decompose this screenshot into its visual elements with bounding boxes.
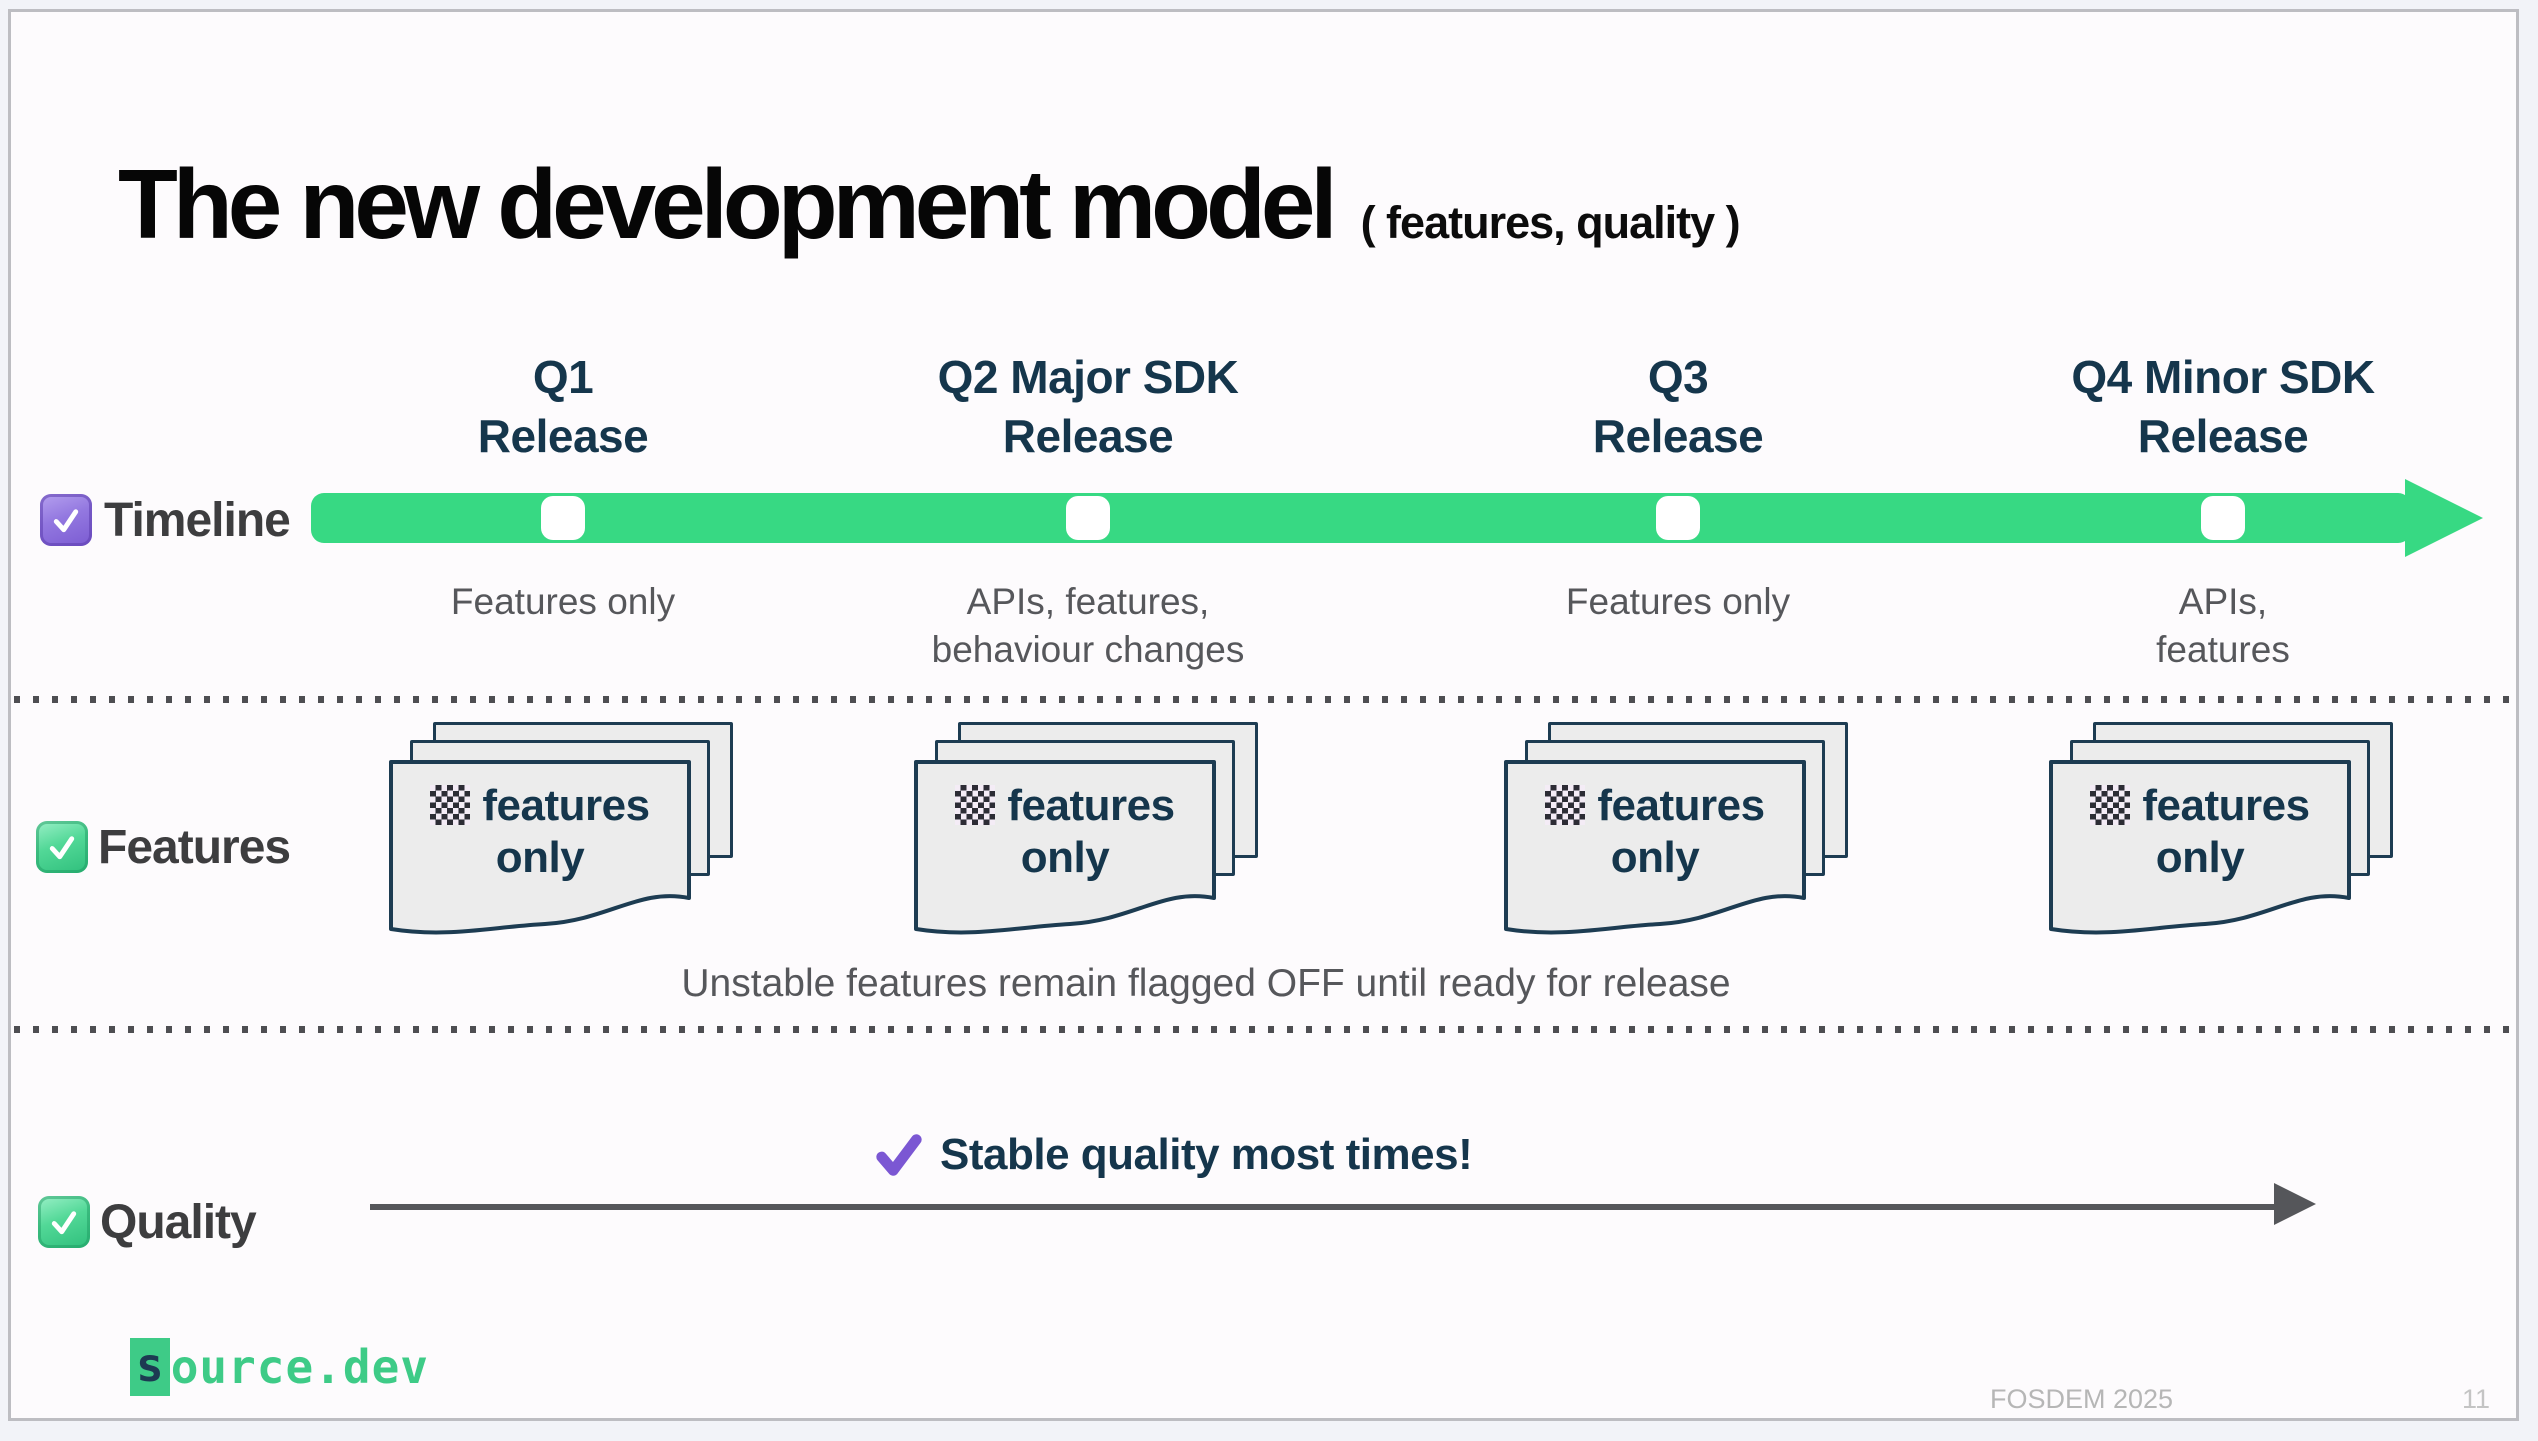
row-label-features: Features (98, 821, 291, 874)
green-checkbox-icon (36, 821, 88, 873)
title-block: The new development model ( features, qu… (118, 148, 1741, 261)
dotted-separator-bottom (14, 1026, 2522, 1033)
document-stack: features only (2047, 722, 2399, 967)
green-checkbox-icon (38, 1196, 90, 1248)
timeline-bar (311, 493, 2411, 543)
logo-text: ource.dev (170, 1340, 429, 1394)
checkered-flag-icon (955, 785, 996, 826)
slide-frame (8, 9, 2519, 1421)
checkered-flag-icon (2090, 785, 2131, 826)
checkered-flag-icon (1545, 785, 1586, 826)
timeline-marker-q1 (541, 496, 585, 540)
milestone-caption-q3: Features only (1565, 581, 1791, 622)
milestone-caption-q1: Features only (450, 581, 676, 622)
row-label-quality: Quality (100, 1196, 257, 1249)
page-number: 11 (2461, 1384, 2490, 1414)
timeline-marker-q3 (1656, 496, 1700, 540)
page-title-suffix: ( features, quality ) (1360, 197, 1741, 248)
quality-note-text: Stable quality most times! (940, 1130, 1473, 1179)
milestone-label-q3: Q3 Release (1592, 351, 1764, 462)
document-stack: features only (912, 722, 1264, 967)
milestone-caption-q2: APIs, features, behaviour changes (931, 581, 1245, 671)
quality-note: Stable quality most times! (872, 1128, 1473, 1182)
document-stack: features only (387, 722, 739, 967)
document-stack: features only (1502, 722, 1854, 967)
footer-event-label: FOSDEM 2025 (1990, 1384, 2174, 1414)
checkered-flag-icon (430, 785, 471, 826)
feature-card-label: features only (2142, 781, 2310, 882)
feature-card-label: features only (1597, 781, 1765, 882)
milestone-label-q2: Q2 Major SDK Release (937, 351, 1239, 462)
milestone-label-q1: Q1 Release (477, 351, 649, 462)
timeline-marker-q4 (2201, 496, 2245, 540)
features-note: Unstable features remain flagged OFF unt… (681, 962, 1731, 1005)
page-title: The new development model (118, 149, 1338, 259)
feature-card-label: features only (1007, 781, 1175, 882)
quality-arrow-line (370, 1204, 2282, 1210)
feature-card-label: features only (482, 781, 650, 882)
dotted-separator-top (14, 696, 2522, 703)
purple-checkbox-icon (40, 494, 92, 546)
milestone-caption-q4: APIs, features (2156, 581, 2290, 671)
purple-check-icon (876, 1134, 922, 1176)
timeline-marker-q2 (1066, 496, 1110, 540)
logo-s-badge: s (130, 1338, 170, 1396)
row-label-timeline: Timeline (104, 494, 291, 547)
milestone-label-q4: Q4 Minor SDK Release (2071, 351, 2375, 462)
